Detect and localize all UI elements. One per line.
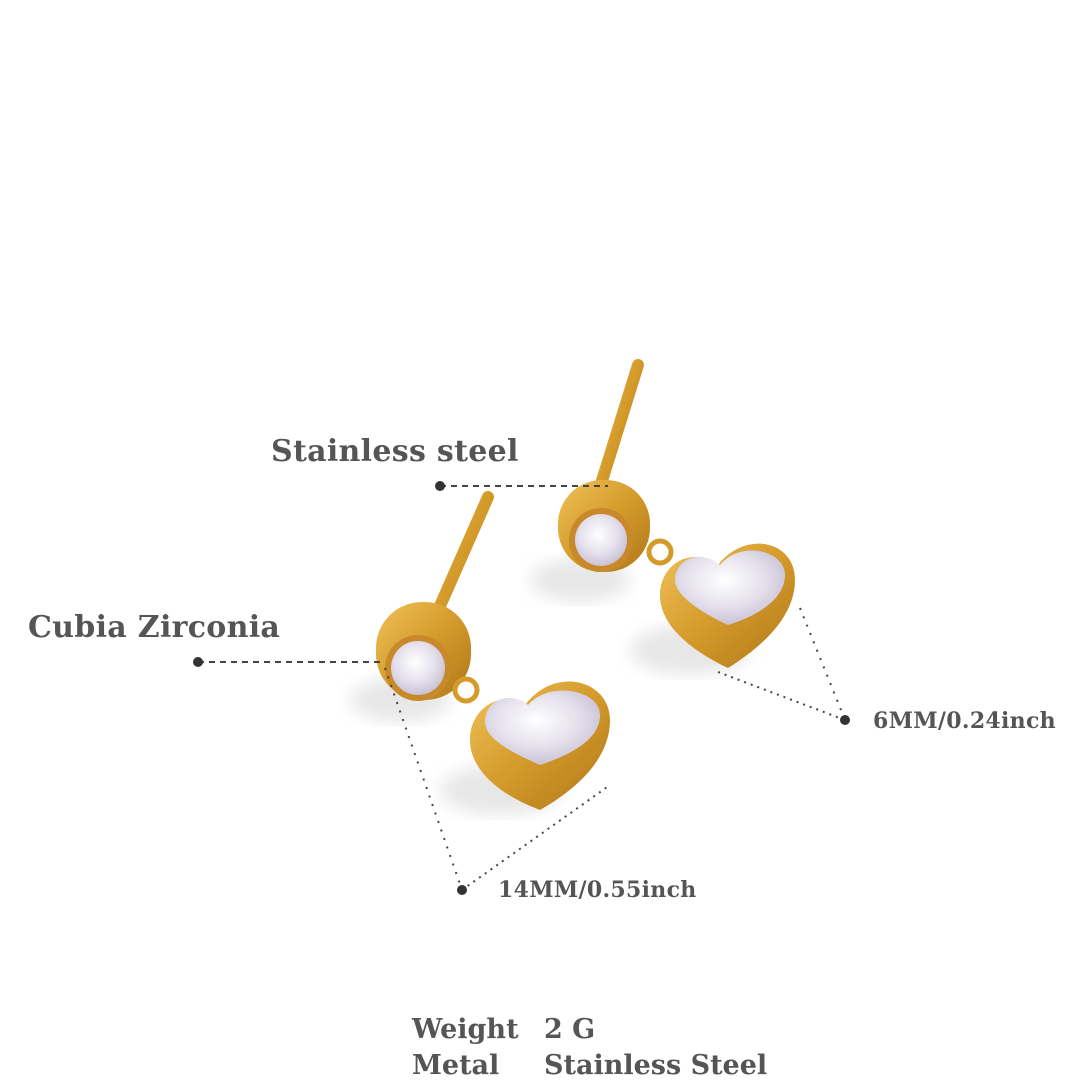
- material-callout: Stainless steel: [271, 434, 519, 469]
- left-earring: [376, 491, 610, 810]
- spec-key: Metal: [412, 1050, 500, 1081]
- length-dimension-label: 14MM/0.55inch: [498, 877, 697, 903]
- spec-value: Stainless Steel: [544, 1050, 768, 1081]
- right-earring: [558, 359, 795, 668]
- width-dimension-label: 6MM/0.24inch: [873, 708, 1056, 734]
- spec-table: Weight 2 G Metal Stainless Steel: [412, 1012, 767, 1084]
- spec-row-weight: Weight 2 G: [412, 1012, 767, 1048]
- spec-value: 2 G: [544, 1014, 596, 1045]
- spec-row-metal: Metal Stainless Steel: [412, 1048, 767, 1084]
- guide-lines: [198, 485, 846, 891]
- stone-callout: Cubia Zirconia: [28, 610, 281, 645]
- spec-key: Weight: [412, 1014, 519, 1045]
